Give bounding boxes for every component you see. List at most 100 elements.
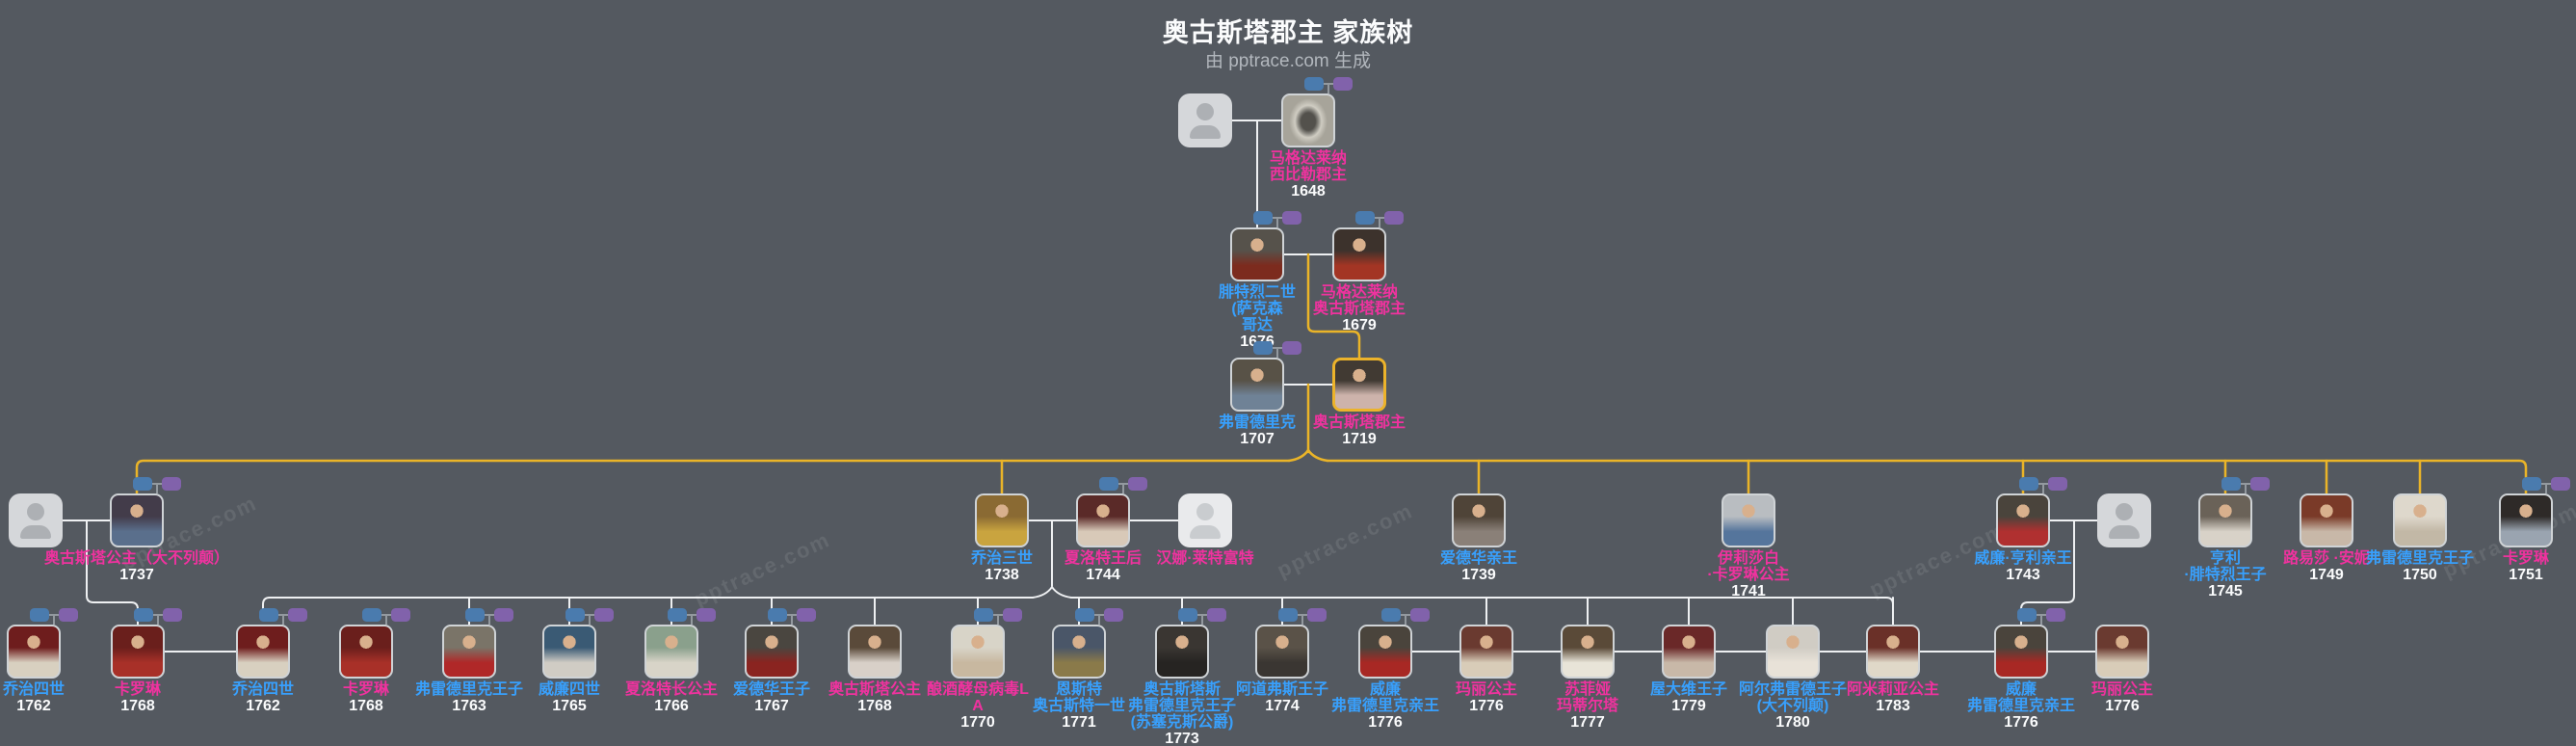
expand-female-badge[interactable] [1207, 608, 1226, 622]
expand-male-badge[interactable] [30, 608, 49, 622]
person-placeholder-node[interactable] [9, 493, 63, 547]
person-node[interactable] [1722, 493, 1775, 547]
expand-male-badge[interactable] [1304, 77, 1324, 91]
badge-link-line [992, 614, 1004, 616]
person-node[interactable] [1230, 358, 1284, 412]
person-node[interactable] [1766, 625, 1820, 679]
expand-male-badge[interactable] [565, 608, 585, 622]
expand-female-badge[interactable] [1128, 477, 1147, 491]
person-name: 玛丽公主 [2090, 681, 2153, 698]
person-node[interactable] [236, 625, 290, 679]
expand-female-badge[interactable] [59, 608, 78, 622]
expand-male-badge[interactable] [668, 608, 687, 622]
expand-female-badge[interactable] [1003, 608, 1022, 622]
expand-female-badge[interactable] [162, 477, 181, 491]
expand-male-badge[interactable] [974, 608, 993, 622]
expand-female-badge[interactable] [494, 608, 513, 622]
expand-female-badge[interactable] [797, 608, 816, 622]
person-node[interactable] [2300, 493, 2353, 547]
expand-male-badge[interactable] [2017, 608, 2037, 622]
parent-expand-badges [2522, 477, 2570, 491]
badge-stub-line [1327, 84, 1329, 93]
person-node[interactable] [1230, 227, 1284, 281]
person-node[interactable] [848, 625, 902, 679]
person-node[interactable] [1662, 625, 1716, 679]
person-node[interactable] [1452, 493, 1506, 547]
person-node[interactable] [951, 625, 1005, 679]
expand-female-badge[interactable] [1282, 341, 1301, 355]
expand-female-badge[interactable] [2046, 608, 2065, 622]
expand-female-badge[interactable] [2551, 477, 2570, 491]
person-node[interactable] [442, 625, 496, 679]
expand-female-badge[interactable] [1384, 211, 1404, 225]
portrait-image [1866, 625, 1920, 679]
expand-male-badge[interactable] [465, 608, 485, 622]
person-node[interactable] [1996, 493, 2050, 547]
person-node[interactable] [2198, 493, 2252, 547]
expand-male-badge[interactable] [2019, 477, 2038, 491]
parent-expand-badges [134, 608, 182, 622]
person-node[interactable] [1866, 625, 1920, 679]
expand-male-badge[interactable] [1278, 608, 1298, 622]
expand-female-badge[interactable] [1307, 608, 1327, 622]
expand-male-badge[interactable] [134, 608, 153, 622]
expand-female-badge[interactable] [1333, 77, 1353, 91]
expand-female-badge[interactable] [1104, 608, 1123, 622]
person-node[interactable] [7, 625, 61, 679]
expand-male-badge[interactable] [1075, 608, 1094, 622]
expand-female-badge[interactable] [288, 608, 307, 622]
person-node[interactable] [2393, 493, 2447, 547]
expand-male-badge[interactable] [1355, 211, 1375, 225]
person-node[interactable] [1459, 625, 1513, 679]
person-node[interactable] [1155, 625, 1209, 679]
person-node[interactable] [1332, 227, 1386, 281]
person-node[interactable] [1255, 625, 1309, 679]
person-node[interactable] [1052, 625, 1106, 679]
person-node[interactable] [1332, 358, 1386, 412]
portrait-image [1281, 93, 1335, 147]
person-node[interactable] [2095, 625, 2149, 679]
person-placeholder-node[interactable] [1178, 493, 1232, 547]
expand-male-badge[interactable] [2221, 477, 2241, 491]
person-node[interactable] [644, 625, 698, 679]
person-node[interactable] [110, 493, 164, 547]
expand-male-badge[interactable] [362, 608, 381, 622]
person-placeholder-node[interactable] [1178, 93, 1232, 147]
expand-male-badge[interactable] [2522, 477, 2541, 491]
expand-female-badge[interactable] [391, 608, 410, 622]
person-node[interactable] [111, 625, 165, 679]
person-placeholder-node[interactable] [2097, 493, 2151, 547]
expand-female-badge[interactable] [1410, 608, 1430, 622]
expand-male-badge[interactable] [1178, 608, 1197, 622]
person-node[interactable] [1358, 625, 1412, 679]
person-node[interactable] [1281, 93, 1335, 147]
expand-male-badge[interactable] [1099, 477, 1118, 491]
parent-expand-badges [362, 608, 410, 622]
badge-link-line [151, 483, 163, 485]
expand-female-badge[interactable] [2048, 477, 2067, 491]
expand-male-badge[interactable] [1253, 341, 1273, 355]
expand-female-badge[interactable] [163, 608, 182, 622]
expand-female-badge[interactable] [697, 608, 716, 622]
person-node[interactable] [745, 625, 799, 679]
expand-male-badge[interactable] [133, 477, 152, 491]
person-node[interactable] [542, 625, 596, 679]
person-name: 伊莉莎白 [1717, 550, 1779, 567]
person-node[interactable] [1994, 625, 2048, 679]
portrait-image [1332, 227, 1386, 281]
expand-female-badge[interactable] [2250, 477, 2270, 491]
person-node[interactable] [2499, 493, 2553, 547]
expand-male-badge[interactable] [259, 608, 278, 622]
expand-male-badge[interactable] [1381, 608, 1401, 622]
person-node[interactable] [1076, 493, 1130, 547]
person-node[interactable] [1561, 625, 1615, 679]
expand-male-badge[interactable] [768, 608, 787, 622]
person-node[interactable] [975, 493, 1029, 547]
expand-male-badge[interactable] [1253, 211, 1273, 225]
person-node[interactable] [339, 625, 393, 679]
person-name: 弗雷德里克亲王 [1330, 698, 1439, 714]
expand-female-badge[interactable] [1282, 211, 1301, 225]
expand-female-badge[interactable] [594, 608, 614, 622]
